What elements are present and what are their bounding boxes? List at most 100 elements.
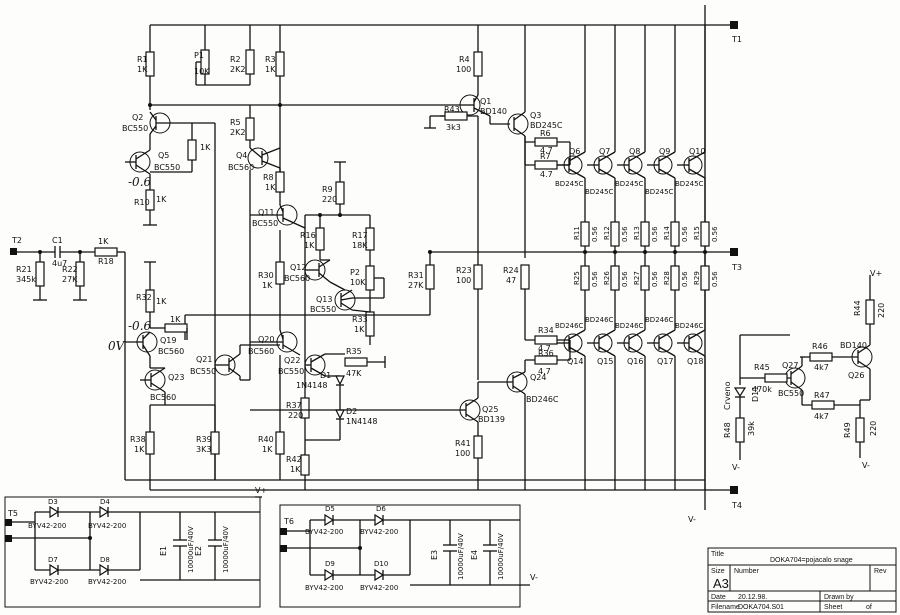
of-label: of (866, 604, 872, 611)
R43-ref: R43 (444, 105, 460, 114)
Q4-ref: Q4 (236, 151, 247, 160)
R10-ref: R10 (134, 198, 150, 207)
R6-val: 4.7 (540, 146, 553, 155)
D2-ref: D2 (346, 407, 357, 416)
R16-val: 1K (304, 241, 315, 250)
E2-ref: E2 (194, 546, 203, 556)
output-top-type: BD245C (675, 180, 704, 188)
E4-val: 10000uF/40V (497, 533, 505, 580)
D10-ref: D10 (374, 560, 388, 568)
Q24-ref: Q24 (530, 373, 546, 382)
R17-ref: R17 (352, 231, 368, 240)
D11-type: Crveno (723, 381, 732, 410)
Q13-type: BC550 (310, 305, 336, 314)
terminal-T5-label: T5 (7, 509, 18, 518)
R40-ref: R40 (258, 435, 274, 444)
emitter-bottom-val: 0.56 (711, 271, 719, 287)
lower-left-block (125, 261, 280, 490)
Q20-ref: Q20 (258, 335, 274, 344)
output-top-ref: Q6 (569, 147, 580, 156)
output-top-ref: Q9 (659, 147, 670, 156)
R38-val: 1K (134, 445, 145, 454)
D3-ref: D3 (48, 498, 58, 506)
R44-val: 220 (877, 303, 886, 318)
Q20-type: BC560 (248, 347, 274, 356)
R36-ref: R36 (538, 349, 554, 358)
R31-ref: R31 (408, 271, 424, 280)
emitter-top-ref: R13 (633, 226, 641, 240)
R2-val: 2K2 (230, 65, 245, 74)
R22-ref: R22 (62, 265, 78, 274)
vbe-multiplier (304, 161, 385, 380)
R1-ref: R1 (137, 55, 148, 64)
emitter-bottom-ref: R28 (663, 271, 671, 285)
R49-val: 220 (869, 421, 878, 436)
emitter-bottom-val: 0.56 (591, 271, 599, 287)
R3-val: 1K (265, 65, 276, 74)
R7-val: 4.7 (540, 170, 553, 179)
R35-val: 47K (346, 369, 362, 378)
driver-block (250, 329, 460, 490)
R35-ref: R35 (346, 347, 362, 356)
emitter-bottom-val: 0.56 (621, 271, 629, 287)
emitter-top-val: 0.56 (651, 226, 659, 242)
R37-ref: R37 (286, 401, 302, 410)
output-bottom-ref: Q18 (687, 357, 703, 366)
rev-label: Rev (874, 568, 887, 575)
R48-val: 39k (747, 421, 756, 436)
Q12-ref: Q12 (290, 263, 306, 272)
vminus-label-led: V- (732, 463, 740, 472)
filename-label: Filename (711, 604, 740, 611)
output-bottom-ref: Q17 (657, 357, 673, 366)
R16-ref: R16 (300, 231, 316, 240)
R46-val: 4k7 (814, 363, 829, 372)
drawn-by-label: Drawn by (824, 594, 854, 601)
output-top-type: BD245C (585, 188, 614, 196)
R17-val: 18K (352, 241, 368, 250)
size-label: Size (711, 568, 725, 575)
R21-val: 345k (16, 275, 36, 284)
Q26-type: BD140 (840, 341, 867, 350)
filename-value: DOKA704.S01 (738, 604, 784, 611)
RQ5-val: 1K (200, 143, 211, 152)
terminal-T2-label: T2 (11, 236, 22, 245)
D9-type: BYV42-200 (305, 584, 343, 592)
Q24-type: BD246C (526, 395, 559, 404)
Q22-type: BC550 (278, 367, 304, 376)
terminal-T4-label: T4 (731, 501, 742, 510)
psu-2 (279, 504, 530, 608)
protection-circuit (733, 275, 875, 460)
R18-ref: R18 (98, 257, 114, 266)
R34-ref: R34 (538, 326, 554, 335)
output-bottom-ref: Q16 (627, 357, 643, 366)
emitter-top-val: 0.56 (711, 226, 719, 242)
output-top-ref: Q7 (599, 147, 610, 156)
handwritten-note-1: -0.6 (128, 175, 152, 189)
E2-val: 10000uF/40V (222, 526, 230, 573)
C1-val: 4u7 (52, 259, 67, 268)
D8-type: BYV42-200 (88, 578, 126, 586)
Q27-type: BC550 (778, 389, 804, 398)
R9-val: 220 (322, 195, 337, 204)
Q5-ref: Q5 (158, 151, 169, 160)
R32-ref: R32 (136, 293, 152, 302)
handwritten-note-3: -0.6 (128, 319, 152, 333)
P1-ref: P1 (194, 51, 204, 60)
emitter-bottom-val: 0.56 (651, 271, 659, 287)
R24-ref: R24 (503, 266, 519, 275)
title-value: DOKA704=pojacalo snage (770, 557, 853, 564)
R2-ref: R2 (230, 55, 241, 64)
date-value: 20.12.98. (738, 594, 767, 601)
R9-ref: R9 (322, 185, 333, 194)
vminus-label-right: V- (862, 461, 870, 470)
terminal-T3: T3 (730, 248, 742, 272)
C1-ref: C1 (52, 236, 63, 245)
R18-val: 1K (98, 237, 109, 246)
emitter-resistor-bottom (580, 265, 590, 291)
P2-val: 10K (350, 278, 366, 287)
emitter-bottom-ref: R25 (573, 271, 581, 285)
emitter-top-ref: R12 (603, 226, 611, 240)
Q2-type: BC550 (122, 124, 148, 133)
D7-ref: D7 (48, 556, 58, 564)
